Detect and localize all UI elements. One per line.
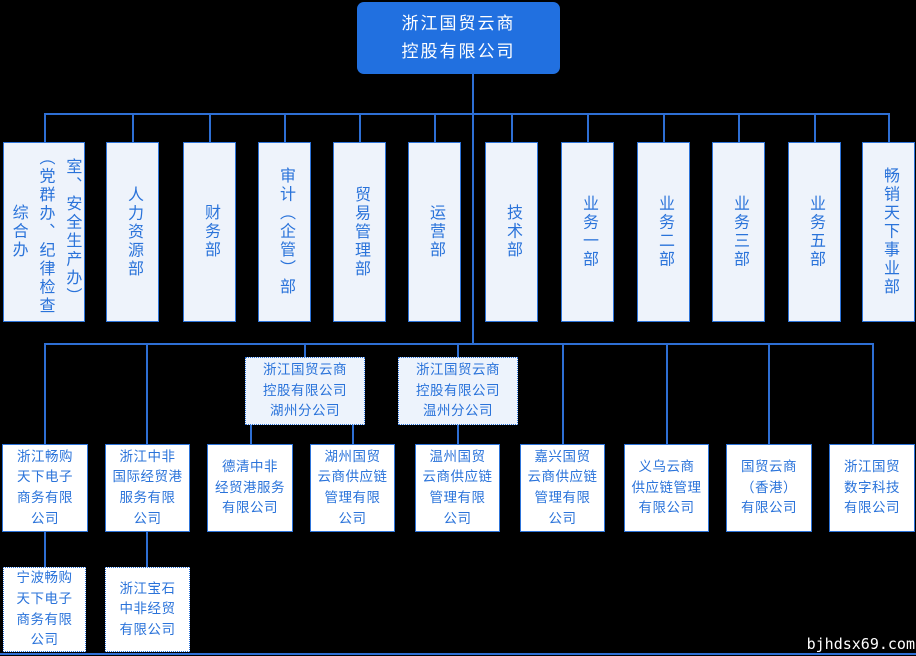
connector-line [146,343,148,444]
branch-wenzhou: 浙江国贸云商 控股有限公司 温州分公司 [398,357,518,425]
dept-label: 业务三部 [730,195,748,269]
dept-hr: 人力资源部 [106,142,159,322]
connector-line [511,113,513,142]
branch-huzhou: 浙江国贸云商 控股有限公司 湖州分公司 [245,357,365,425]
company-label: 宁波畅购 天下电子 商务有限 公司 [16,570,73,648]
connector-line [814,113,816,142]
connector-line [352,425,354,444]
dept-trade-management: 贸易管理部 [333,142,386,322]
dept-general-office: 综合办 （党群办、纪律检查 室、安全生产办） [3,142,85,322]
dept-label: 技术部 [503,204,521,260]
connector-line [44,532,46,567]
company-deqing-zhongfei: 德清中非 经贸港服务 有限公司 [207,444,293,532]
connector-line [44,113,46,142]
company-hongkong: 国贸云商 （香港） 有限公司 [726,444,812,532]
dept-label: 贸易管理部 [351,185,369,279]
company-label: 浙江畅购 天下电子 商务有限 公司 [17,448,73,526]
connector-line [472,74,474,344]
company-zhejiang-zhongfei: 浙江中非 国际经贸港 服务有限 公司 [105,444,190,532]
company-label: 浙江国贸 数字科技 有限公司 [844,459,900,516]
dept-business-3: 业务三部 [712,142,765,322]
company-label: 义乌云商 供应链管理 有限公司 [631,459,702,516]
dept-finance: 财务部 [183,142,236,322]
dept-label: 畅销天下事业部 [880,167,898,297]
dept-business-1: 业务一部 [561,142,614,322]
company-ningbo-changgou: 宁波畅购 天下电子 商务有限 公司 [3,567,86,652]
connector-line [738,113,740,142]
branch-label: 浙江国贸云商 控股有限公司 湖州分公司 [263,362,347,419]
connector-line [457,343,459,357]
company-zhejiang-baoshi: 浙江宝石 中非经贸 有限公司 [105,567,190,652]
connector-line [434,113,436,142]
connector-line [44,113,890,115]
connector-line [562,343,564,444]
company-label: 国贸云商 （香港） 有限公司 [741,459,797,516]
connector-line [250,425,252,444]
company-wenzhou-supply-chain: 温州国贸 云商供应链 管理有限 公司 [415,444,500,532]
company-label: 嘉兴国贸 云商供应链 管理有限 公司 [527,448,598,526]
dept-audit: 审计（企管）部 [258,142,311,322]
root-company-label: 浙江国贸云商 控股有限公司 [401,14,516,61]
dept-label: 业务二部 [655,195,673,269]
root-company-box: 浙江国贸云商 控股有限公司 [357,2,560,74]
connector-line [304,343,306,357]
connector-line [587,113,589,142]
dept-label: 业务五部 [806,195,824,269]
connector-line [132,113,134,142]
connector-line [44,343,874,345]
dept-label: 人力资源部 [124,185,142,279]
company-label: 浙江宝石 中非经贸 有限公司 [119,580,176,637]
connector-line [284,113,286,142]
connector-line [457,425,459,444]
dept-label: 审计（企管）部 [276,167,294,297]
dept-label: 运营部 [426,204,444,260]
connector-line [663,113,665,142]
watermark-text: bjhdsx69.com [806,635,915,653]
dept-business-2: 业务二部 [637,142,690,322]
dept-technology: 技术部 [485,142,538,322]
connector-line [146,532,148,567]
company-label: 德清中非 经贸港服务 有限公司 [215,459,285,516]
connector-line [44,343,46,444]
company-yiwu-supply-chain: 义乌云商 供应链管理 有限公司 [624,444,709,532]
company-jiaxing-supply-chain: 嘉兴国贸 云商供应链 管理有限 公司 [520,444,605,532]
dept-label: 业务一部 [579,195,597,269]
company-label: 温州国贸 云商供应链 管理有限 公司 [422,448,493,526]
connector-line [872,343,874,444]
dept-changxiao-tianxia-division: 畅销天下事业部 [862,142,915,322]
company-zhejiang-changgou: 浙江畅购 天下电子 商务有限 公司 [2,444,88,532]
company-label: 湖州国贸 云商供应链 管理有限 公司 [317,448,388,526]
branch-label: 浙江国贸云商 控股有限公司 温州分公司 [416,362,500,419]
company-label: 浙江中非 国际经贸港 服务有限 公司 [112,448,183,526]
connector-line [768,343,770,444]
connector-line [666,343,668,444]
dept-business-5: 业务五部 [788,142,841,322]
connector-line [209,113,211,142]
dept-label: 综合办 （党群办、纪律检查 室、安全生产办） [9,148,81,316]
company-huzhou-supply-chain: 湖州国贸 云商供应链 管理有限 公司 [310,444,395,532]
dept-operations: 运营部 [408,142,461,322]
company-digital-tech: 浙江国贸 数字科技 有限公司 [829,444,915,532]
connector-line [359,113,361,142]
dept-label: 财务部 [201,204,219,260]
connector-line [888,113,890,142]
bottom-border-line [0,653,916,655]
